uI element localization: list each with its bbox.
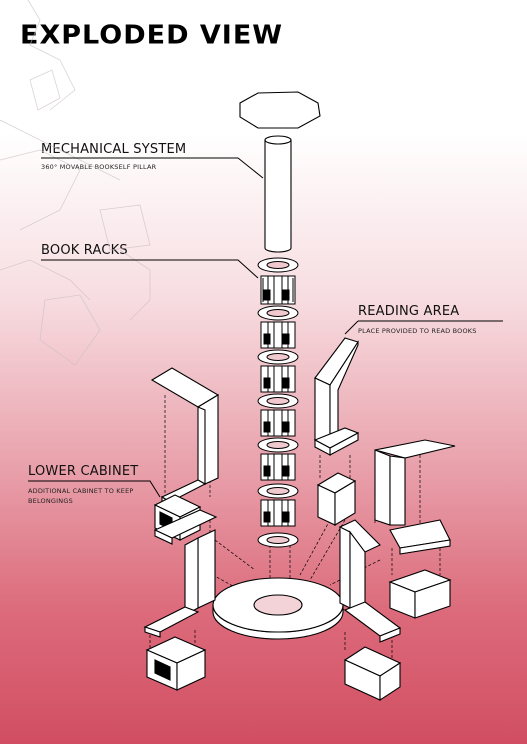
label-book-racks: BOOK RACKS [41,243,128,258]
page-title: EXPLODED VIEW [20,20,284,51]
reading-area-bench-left [153,509,218,545]
cabinet-box-right-mid [388,569,452,619]
leader-lines [28,157,503,498]
pillar-cap [239,91,321,129]
reading-area-bench-right [374,439,456,555]
cabinet-box-right-bottom [343,646,402,702]
label-reading-area-description: PLACE PROVIDED TO READ BOOKS [358,327,477,335]
mechanical-pillar [264,135,292,253]
lower-cabinet-left-shelf [150,367,220,509]
cabinet-box-left-bottom [145,636,207,691]
label-reading-area: READING AREA [358,304,460,319]
label-mechanical-system-description: 360° MOVABLE BOOKSELF PILLAR [41,163,157,171]
cabinet-box-right-top [316,472,357,526]
book-racks-stack [257,257,299,548]
lower-cabinet-left-seat [143,529,216,638]
label-mechanical-system: MECHANICAL SYSTEM [41,142,187,157]
base-disc [212,577,344,640]
label-lower-cabinet-description-2: BELONGINGS [28,497,73,505]
reading-area-bench-top [313,337,360,456]
lower-cabinet-right-seat [339,519,402,643]
label-lower-cabinet-description-1: ADDITIONAL CABINET TO KEEP [28,487,134,495]
label-lower-cabinet: LOWER CABINET [28,464,139,479]
background-sketch [0,0,151,366]
